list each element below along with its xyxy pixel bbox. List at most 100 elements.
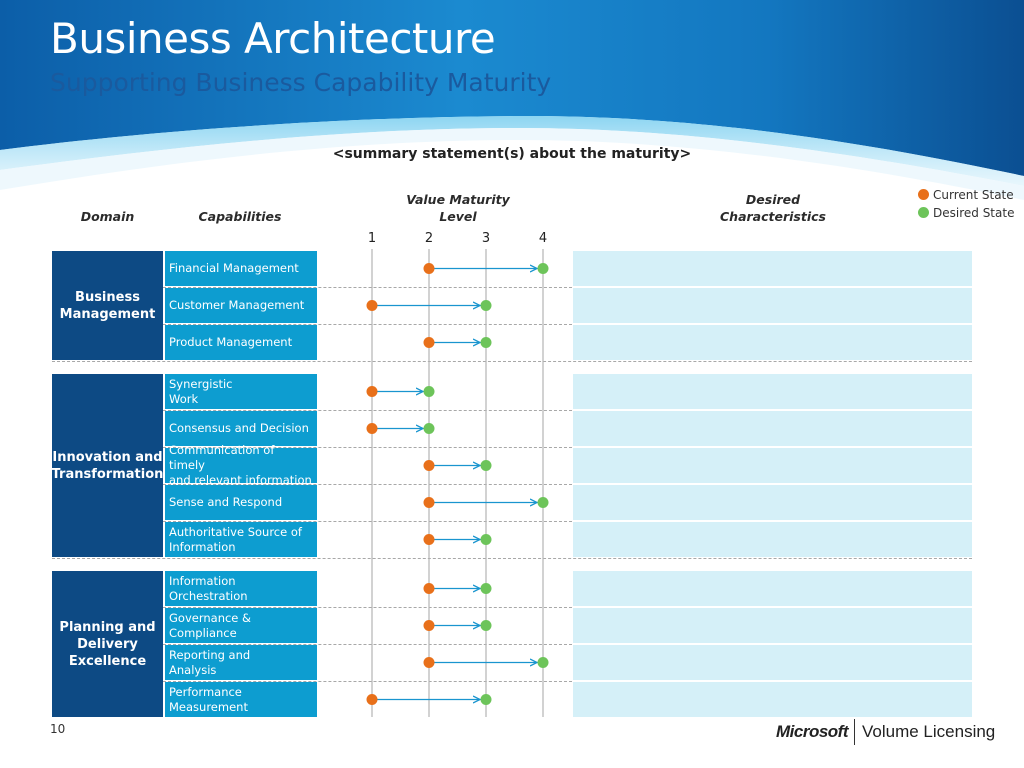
current-state-point (423, 657, 435, 668)
microsoft-logo: Microsoft (776, 722, 849, 741)
capability-label-line: Measurement (169, 699, 248, 714)
current-state-point (423, 620, 435, 631)
capability-label-line: Authoritative Source of (169, 524, 302, 539)
capability-label-line: Governance & (169, 610, 251, 625)
level-gridlines (371, 249, 544, 717)
desired-state-point (537, 263, 549, 274)
row-separator (163, 484, 572, 485)
desired-characteristics-cell[interactable] (573, 288, 972, 323)
desired-characteristics-cell[interactable] (573, 522, 972, 557)
value-maturity-column-header: Value Maturity Level (406, 192, 510, 224)
capability-cell: Product Management (165, 325, 317, 360)
domain-column-header: Domain (80, 209, 135, 224)
capability-cell: Customer Management (165, 288, 317, 323)
desired-characteristics-cell[interactable] (573, 645, 972, 680)
row-separator (163, 644, 572, 645)
legend-desired: Desired State (918, 206, 1014, 220)
capability-label-line: Synergistic (169, 376, 233, 391)
domain-label-line: Delivery (77, 636, 138, 652)
current-state-dot-icon (918, 189, 929, 200)
row-separator (163, 521, 572, 522)
capability-cell: Financial Management (165, 251, 317, 286)
desired-characteristics-cell[interactable] (573, 411, 972, 446)
capability-label-line: Orchestration (169, 588, 248, 603)
capability-label-line: Consensus and Decision (169, 421, 309, 435)
capability-label-line: Sense and Respond (169, 495, 283, 509)
capability-label-line: Information (169, 539, 236, 554)
current-state-point (366, 386, 378, 397)
domain-label-line: Transformation (51, 466, 164, 482)
capability-label-line: Compliance (169, 625, 237, 640)
capability-label-line: Reporting and (169, 647, 251, 662)
desired-characteristics-cell[interactable] (573, 374, 972, 409)
volume-licensing-label: Volume Licensing (862, 722, 996, 741)
desired-characteristics-cell[interactable] (573, 571, 972, 606)
capabilities-column-header: Capabilities (198, 209, 282, 224)
desired-characteristics-column-header: Desired Characteristics (720, 192, 826, 224)
current-state-point (366, 423, 378, 434)
current-state-point (423, 337, 435, 348)
level-label-4: 4 (538, 231, 548, 246)
desired-characteristics-cell[interactable] (573, 682, 972, 717)
desired-state-point (480, 694, 492, 705)
capability-label-line: Analysis (169, 662, 217, 677)
desired-characteristics-cell[interactable] (573, 485, 972, 520)
capability-label-line: Communication of timely (169, 443, 275, 472)
row-separator (163, 410, 572, 411)
current-state-point (366, 694, 378, 705)
footer-logo: Microsoft Volume Licensing (776, 718, 995, 746)
header-banner (0, 0, 1024, 200)
current-state-point (423, 583, 435, 594)
page-number: 10 (50, 722, 66, 736)
capability-cell: Sense and Respond (165, 485, 317, 520)
capability-cell: Consensus and Decision (165, 411, 317, 446)
desired-state-point (480, 337, 492, 348)
domain-label-line: Business (75, 289, 140, 305)
domain-label-line: Planning and (59, 619, 156, 635)
legend-current: Current State (918, 188, 1014, 202)
level-label-3: 3 (481, 231, 491, 246)
level-label-2: 2 (424, 231, 434, 246)
desired-state-point (480, 534, 492, 545)
capability-label-line: Customer Management (169, 298, 305, 312)
logo-divider (854, 719, 855, 745)
current-state-point (423, 534, 435, 545)
row-separator (163, 681, 572, 682)
desired-characteristics-cell[interactable] (573, 251, 972, 286)
current-state-point (423, 460, 435, 471)
capability-label-line: and relevant information (169, 473, 312, 487)
desired-characteristics-cell[interactable] (573, 448, 972, 483)
current-state-point (366, 300, 378, 311)
capability-label-line: Product Management (169, 335, 293, 349)
desired-characteristics-cell[interactable] (573, 608, 972, 643)
desired-state-point (537, 497, 549, 508)
domain-label-line: Excellence (68, 653, 147, 669)
desired-state-point (480, 460, 492, 471)
page-subtitle: Supporting Business Capability Maturity (50, 68, 552, 97)
desired-state-point (480, 620, 492, 631)
desired-characteristics-cell[interactable] (573, 325, 972, 360)
desired-state-dot-icon (918, 207, 929, 218)
desired-state-point (480, 583, 492, 594)
capability-label-line: Financial Management (169, 261, 299, 275)
row-separator (163, 447, 572, 448)
capability-label-line: Work (169, 391, 199, 406)
group-separator (52, 361, 972, 362)
level-label-1: 1 (367, 231, 377, 246)
current-state-point (423, 263, 435, 274)
current-state-point (423, 497, 435, 508)
desired-state-point (423, 423, 435, 434)
group-separator (52, 558, 972, 559)
row-separator (163, 607, 572, 608)
summary-statement: <summary statement(s) about the maturity… (332, 146, 692, 162)
desired-state-point (480, 300, 492, 311)
